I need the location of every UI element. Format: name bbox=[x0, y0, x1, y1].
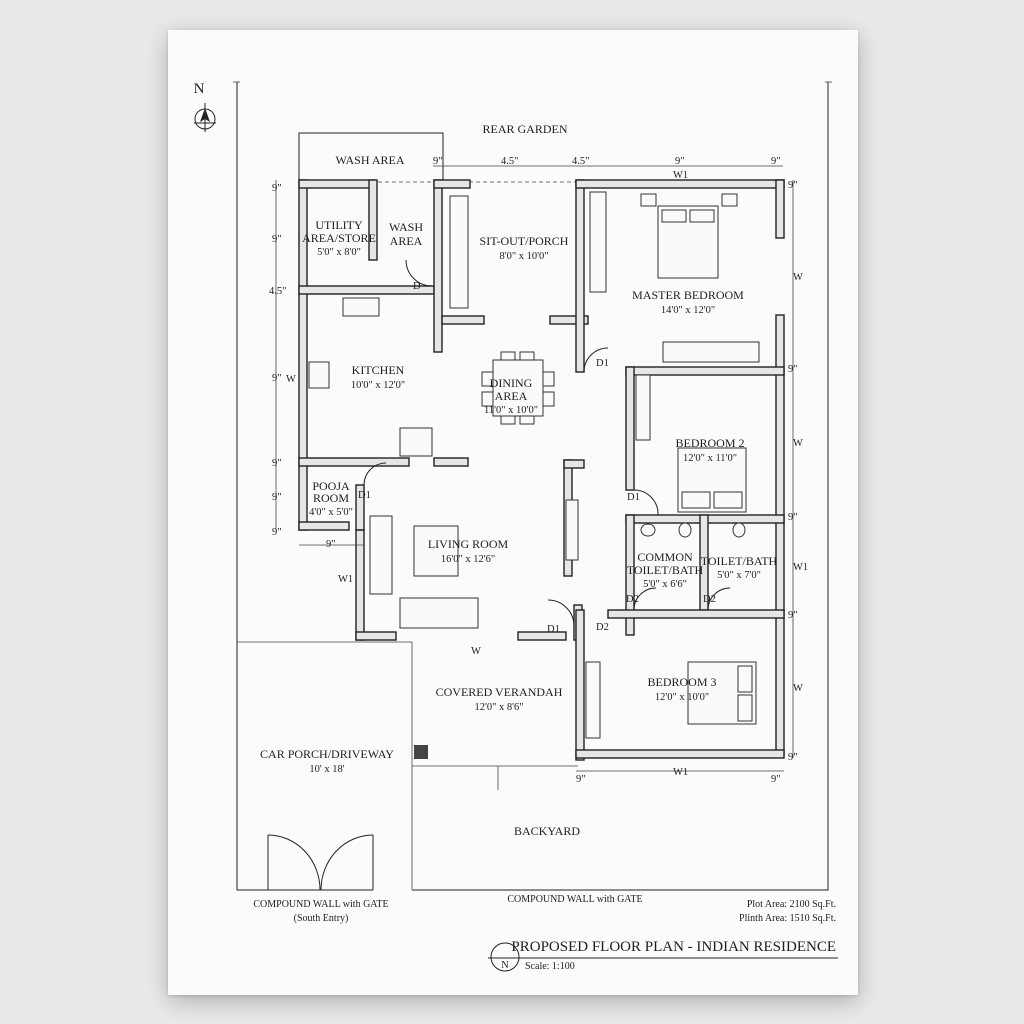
utility-label-1: UTILITY bbox=[315, 218, 363, 232]
dim-9-left-3: 9" bbox=[272, 373, 282, 384]
door-label-common: D2 bbox=[626, 594, 639, 605]
window-label-w1-living: W1 bbox=[338, 574, 353, 585]
dim-9-b: 9" bbox=[675, 156, 685, 167]
plot-area-text: Plot Area: 2100 Sq.Ft. bbox=[747, 899, 836, 910]
wash-area-top-label: WASH AREA bbox=[335, 153, 404, 167]
dim-9-bottom-1: 9" bbox=[576, 774, 586, 785]
dim-9-right-5: 9" bbox=[788, 752, 798, 763]
door-swings bbox=[363, 259, 731, 627]
compound-wall-left-label-2: (South Entry) bbox=[294, 913, 349, 924]
utility-label-2: AREA/STORE bbox=[302, 231, 376, 245]
toilet-bath-label: TOILET/BATH bbox=[701, 554, 778, 568]
backyard-label: BACKYARD bbox=[514, 824, 580, 838]
sitout-dim: 8'0" x 10'0" bbox=[499, 251, 548, 262]
living-room-dim: 16'0" x 12'6" bbox=[441, 554, 495, 565]
verandah-label: COVERED VERANDAH bbox=[436, 685, 563, 699]
common-toilet-label-2: TOILET/BATH bbox=[627, 563, 704, 577]
wash-area-enclosure bbox=[298, 132, 444, 184]
dim-9-right-4: 9" bbox=[788, 610, 798, 621]
dim-9-left-6: 9" bbox=[272, 527, 282, 538]
dim-4-5-b: 4.5" bbox=[572, 156, 589, 167]
kitchen-label: KITCHEN bbox=[352, 363, 405, 377]
dining-label-2: AREA bbox=[495, 389, 528, 403]
window-label-w1-toilet: W1 bbox=[793, 562, 808, 573]
bedroom2-label: BEDROOM 2 bbox=[675, 436, 744, 450]
dining-label-1: DINING bbox=[490, 376, 533, 390]
floor-plan-drawing: N REAR GARDEN WASH AREA UTILITY AREA/STO… bbox=[194, 81, 838, 972]
title-north-label: N bbox=[501, 960, 508, 971]
door-label-master: D1 bbox=[596, 358, 609, 369]
car-porch-dim: 10' x 18' bbox=[309, 764, 344, 775]
master-bedroom-label: MASTER BEDROOM bbox=[632, 288, 744, 302]
dim-9-left-2: 9" bbox=[272, 234, 282, 245]
dim-9-right-1: 9" bbox=[788, 180, 798, 191]
dim-9-c: 9" bbox=[771, 156, 781, 167]
dim-4-5-left: 4.5" bbox=[269, 286, 286, 297]
compound-wall-center-label: COMPOUND WALL with GATE bbox=[507, 894, 642, 905]
door-label-bed3: D2 bbox=[596, 622, 609, 633]
door-label-verandah: D1 bbox=[547, 624, 560, 635]
window-label-kitchen: W bbox=[286, 374, 296, 385]
dim-9-left-4: 9" bbox=[272, 458, 282, 469]
pooja-dim: 4'0" x 5'0" bbox=[309, 507, 353, 518]
north-arrow-icon bbox=[194, 103, 216, 132]
dim-9-left-5: 9" bbox=[272, 492, 282, 503]
dining-dim: 11'0" x 10'0" bbox=[484, 405, 538, 416]
plinth-area-text: Plinth Area: 1510 Sq.Ft. bbox=[739, 913, 836, 924]
master-bedroom-dim: 14'0" x 12'0" bbox=[661, 305, 715, 316]
walls bbox=[298, 179, 785, 761]
gate-icon bbox=[267, 834, 374, 891]
pooja-label-2: ROOM bbox=[313, 491, 349, 505]
kitchen-dim: 10'0" x 12'0" bbox=[351, 380, 405, 391]
drawing-scale: Scale: 1:100 bbox=[525, 961, 575, 972]
window-label-master: W bbox=[793, 272, 803, 283]
window-label-w1-bottom: W1 bbox=[673, 767, 688, 778]
door-label-bed2: D1 bbox=[627, 492, 640, 503]
common-toilet-label-1: COMMON bbox=[637, 550, 693, 564]
door-label-pooja: D1 bbox=[358, 490, 371, 501]
dimension-lines bbox=[275, 165, 794, 790]
verandah-dim: 12'0" x 8'6" bbox=[474, 702, 523, 713]
window-label-bed2: W bbox=[793, 438, 803, 449]
door-label-kitchen: D bbox=[413, 281, 421, 292]
pooja-label-1: POOJA bbox=[312, 479, 350, 493]
sitout-label: SIT-OUT/PORCH bbox=[480, 234, 569, 248]
utility-dim: 5'0" x 8'0" bbox=[317, 247, 361, 258]
door-label-toilet: D2 bbox=[703, 594, 716, 605]
dim-4-5-a: 4.5" bbox=[501, 156, 518, 167]
drawing-title: PROPOSED FLOOR PLAN - INDIAN RESIDENCE bbox=[511, 939, 836, 955]
wash-label-2: AREA bbox=[390, 234, 423, 248]
bedroom2-dim: 12'0" x 11'0" bbox=[683, 453, 737, 464]
car-porch-label: CAR PORCH/DRIVEWAY bbox=[260, 747, 394, 761]
compound-wall-left-label-1: COMPOUND WALL with GATE bbox=[253, 899, 388, 910]
dim-9-a: 9" bbox=[433, 156, 443, 167]
bedroom3-dim: 12'0" x 10'0" bbox=[655, 692, 709, 703]
window-label-living: W bbox=[471, 646, 481, 657]
dim-9-right-2: 9" bbox=[788, 364, 798, 375]
window-label-bed3: W bbox=[793, 683, 803, 694]
wash-label-1: WASH bbox=[389, 220, 423, 234]
compound-wall-east bbox=[412, 82, 829, 891]
dim-9-right-3: 9" bbox=[788, 512, 798, 523]
north-label: N bbox=[194, 81, 205, 97]
toilet-bath-dim: 5'0" x 7'0" bbox=[717, 570, 761, 581]
window-label-w1-top: W1 bbox=[673, 170, 688, 181]
dim-9-bottom-2: 9" bbox=[771, 774, 781, 785]
compound-wall-west bbox=[236, 82, 373, 891]
rear-garden-label: REAR GARDEN bbox=[482, 122, 567, 136]
title-north-symbol bbox=[490, 942, 520, 972]
dim-9-pooja: 9" bbox=[326, 539, 336, 550]
common-toilet-dim: 5'0" x 6'6" bbox=[643, 579, 687, 590]
dim-9-left-1: 9" bbox=[272, 183, 282, 194]
bedroom3-label: BEDROOM 3 bbox=[647, 675, 716, 689]
drawing-sheet: N REAR GARDEN WASH AREA UTILITY AREA/STO… bbox=[168, 30, 858, 995]
furniture bbox=[308, 191, 760, 739]
living-room-label: LIVING ROOM bbox=[428, 537, 509, 551]
